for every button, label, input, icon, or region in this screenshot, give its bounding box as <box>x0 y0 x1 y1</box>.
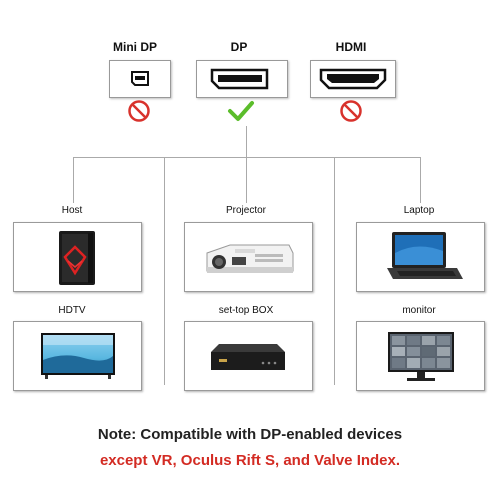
port-label-mini-dp: Mini DP <box>113 40 157 54</box>
set-top-box-icon <box>184 321 313 391</box>
laptop-icon <box>356 222 485 292</box>
connector-drop-center <box>246 157 247 203</box>
tv-icon <box>13 321 142 391</box>
displayport-icon <box>196 60 288 98</box>
connector-drop-left-inner <box>164 157 165 385</box>
checkmark-icon <box>227 100 255 127</box>
device-label-projector: Projector <box>225 205 266 216</box>
port-label-dp: DP <box>230 40 248 54</box>
monitor-icon <box>356 321 485 391</box>
device-label-host: Host <box>61 205 83 216</box>
device-label-set-top-box: set-top BOX <box>218 305 274 316</box>
connector-drop-right <box>420 157 421 203</box>
hdmi-icon <box>310 60 396 98</box>
prohibited-icon <box>127 99 151 128</box>
connector-trunk <box>246 126 247 158</box>
note-compatibility: Note: Compatible with DP-enabled devices <box>97 426 403 443</box>
device-label-laptop: Laptop <box>403 205 435 216</box>
note-exceptions: except VR, Oculus Rift S, and Valve Inde… <box>99 452 401 469</box>
mini-displayport-icon <box>109 60 171 98</box>
connector-bus <box>73 157 421 158</box>
connector-drop-left <box>73 157 74 203</box>
prohibited-icon <box>339 99 363 128</box>
projector-icon <box>184 222 313 292</box>
connector-drop-right-inner <box>334 157 335 385</box>
pc-tower-icon <box>13 222 142 292</box>
device-label-monitor: monitor <box>402 305 436 316</box>
port-label-hdmi: HDMI <box>335 40 367 54</box>
device-label-hdtv: HDTV <box>58 305 86 316</box>
